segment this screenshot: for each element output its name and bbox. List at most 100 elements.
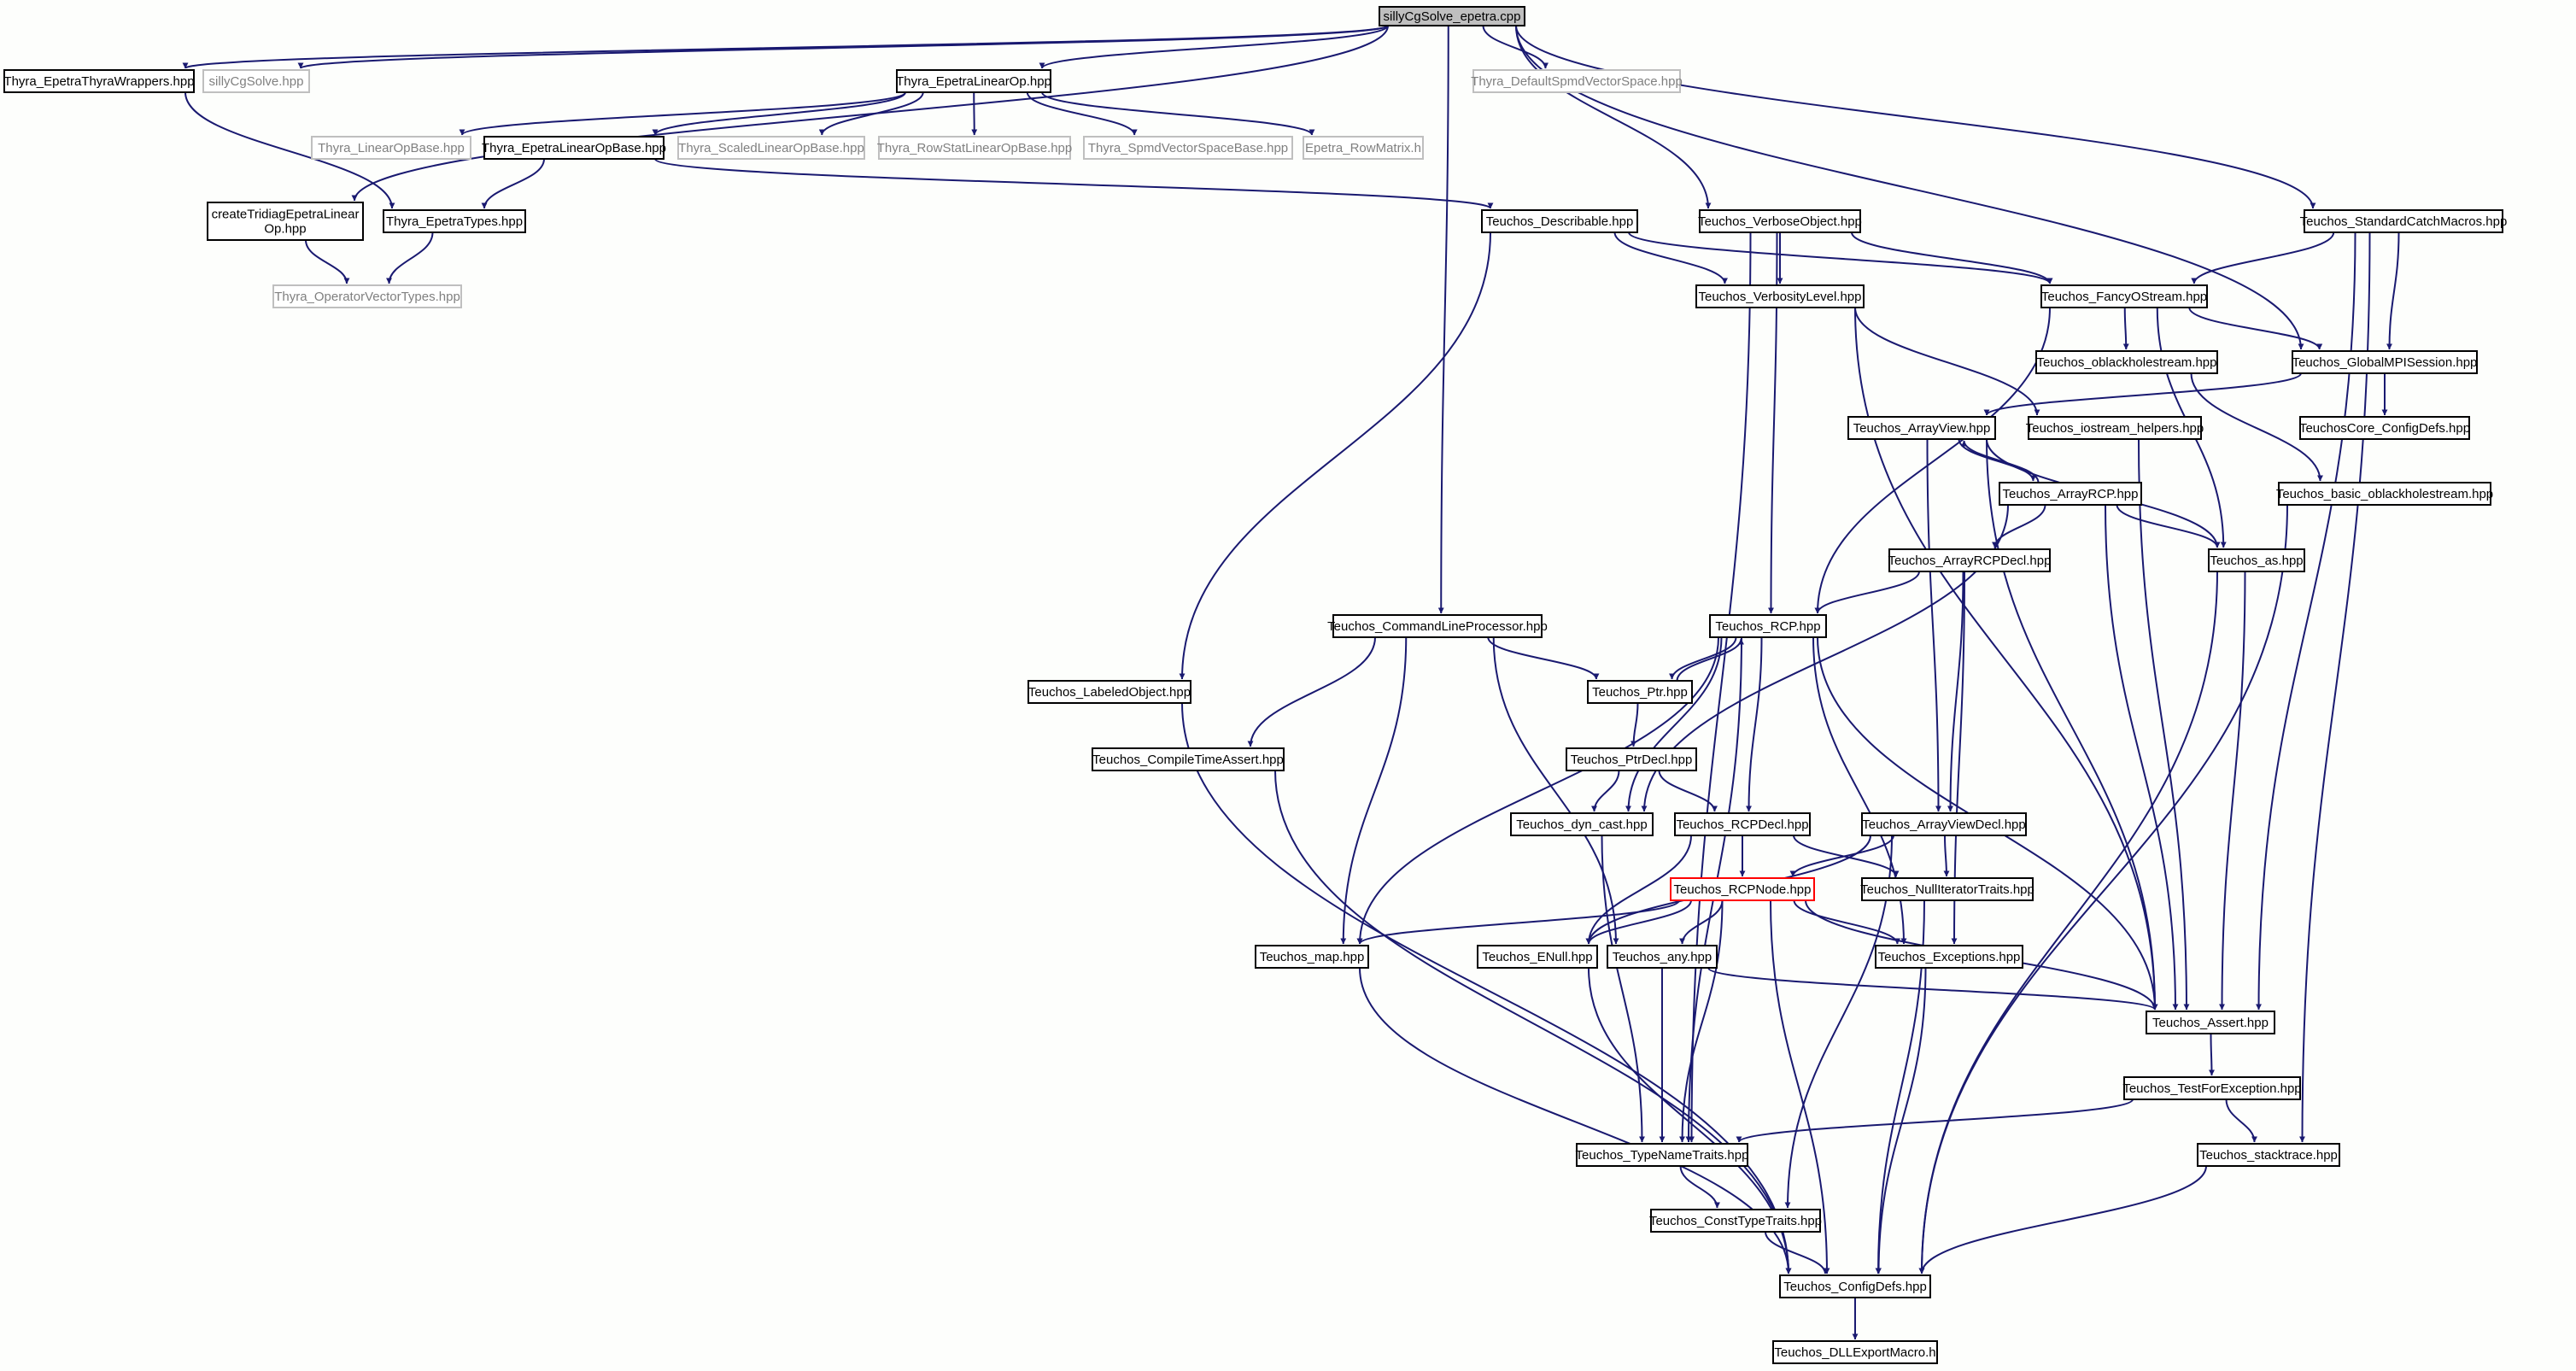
node-box[interactable] [1674, 812, 1811, 836]
node-box[interactable] [1379, 6, 1525, 26]
node-box[interactable] [3, 69, 195, 93]
node-teuchos_oblackholestream[interactable]: Teuchos_oblackholestream.hpp [2035, 350, 2218, 374]
node-box[interactable] [311, 136, 471, 160]
node-teuchos_rcp[interactable]: Teuchos_RCP.hpp [1709, 614, 1827, 638]
node-thyra_epetra_wrappers[interactable]: Thyra_EpetraThyraWrappers.hpp [3, 69, 195, 93]
node-box[interactable] [896, 69, 1051, 93]
node-box[interactable] [2304, 209, 2503, 233]
node-box[interactable] [272, 284, 462, 308]
node-teuchos_globalmpisession[interactable]: Teuchos_GlobalMPISession.hpp [2292, 350, 2478, 374]
node-box[interactable] [2299, 416, 2470, 440]
node-teuchos_dyn_cast[interactable]: Teuchos_dyn_cast.hpp [1510, 812, 1654, 836]
node-box[interactable] [1875, 945, 2023, 969]
node-box[interactable] [2040, 284, 2208, 308]
node-box[interactable] [2208, 548, 2305, 572]
node-teuchos_commandlineprocessor[interactable]: Teuchos_CommandLineProcessor.hpp [1327, 614, 1548, 638]
node-teuchos_fancyostream[interactable]: Teuchos_FancyOStream.hpp [2040, 284, 2208, 308]
node-box[interactable] [1481, 209, 1638, 233]
node-teuchos_iostream_helpers[interactable]: Teuchos_iostream_helpers.hpp [2026, 416, 2204, 440]
node-thyra_defaultspmd[interactable]: Thyra_DefaultSpmdVectorSpace.hpp [1471, 69, 1683, 93]
node-teuchos_testforexception[interactable]: Teuchos_TestForException.hpp [2122, 1076, 2302, 1100]
node-teuchos_enull[interactable]: Teuchos_ENull.hpp [1477, 945, 1598, 969]
node-teuchos_typenametraits[interactable]: Teuchos_TypeNameTraits.hpp [1576, 1143, 1749, 1167]
node-box[interactable] [2123, 1076, 2301, 1100]
node-box[interactable] [1779, 1274, 1931, 1298]
node-box[interactable] [1709, 614, 1827, 638]
node-box[interactable] [383, 209, 526, 233]
node-box[interactable] [1772, 1340, 1938, 1364]
node-teuchos_ptr[interactable]: Teuchos_Ptr.hpp [1587, 680, 1693, 704]
node-teuchoscore_configdefs[interactable]: TeuchosCore_ConfigDefs.hpp [2299, 416, 2470, 440]
node-box[interactable] [1510, 812, 1654, 836]
node-teuchos_as[interactable]: Teuchos_as.hpp [2208, 548, 2305, 572]
node-box[interactable] [2146, 1011, 2275, 1034]
node-box[interactable] [2035, 350, 2218, 374]
node-teuchos_arrayview[interactable]: Teuchos_ArrayView.hpp [1847, 416, 1996, 440]
node-box[interactable] [2197, 1143, 2340, 1167]
node-box[interactable] [2028, 416, 2202, 440]
node-thyra_epetralinearopbase[interactable]: Thyra_EpetraLinearOpBase.hpp [482, 136, 666, 160]
node-teuchos_any[interactable]: Teuchos_any.hpp [1607, 945, 1718, 969]
node-teuchos_exceptions[interactable]: Teuchos_Exceptions.hpp [1875, 945, 2023, 969]
node-box[interactable] [1999, 482, 2142, 506]
node-teuchos_map[interactable]: Teuchos_map.hpp [1255, 945, 1369, 969]
node-box[interactable] [1576, 1143, 1748, 1167]
node-teuchos_standardcatchmacros[interactable]: Teuchos_StandardCatchMacros.hpp [2300, 209, 2508, 233]
node-box[interactable] [1477, 945, 1598, 969]
node-box[interactable] [1650, 1209, 1821, 1233]
node-box[interactable] [1670, 877, 1815, 901]
node-box[interactable] [878, 136, 1071, 160]
node-thyra_rowstatlinearopbase[interactable]: Thyra_RowStatLinearOpBase.hpp [877, 136, 1072, 160]
node-teuchos_describable[interactable]: Teuchos_Describable.hpp [1481, 209, 1638, 233]
node-box[interactable] [1083, 136, 1293, 160]
node-teuchos_arrayrcp[interactable]: Teuchos_ArrayRCP.hpp [1999, 482, 2142, 506]
node-box[interactable] [1861, 877, 2034, 901]
node-box[interactable] [677, 136, 865, 160]
node-thyra_epetralinearop[interactable]: Thyra_EpetraLinearOp.hpp [896, 69, 1051, 93]
node-teuchos_rcpdecl[interactable]: Teuchos_RCPDecl.hpp [1674, 812, 1811, 836]
node-box[interactable] [1699, 209, 1861, 233]
node-box[interactable] [1888, 548, 2051, 572]
node-teuchos_basic_oblackholestream[interactable]: Teuchos_basic_oblackholestream.hpp [2276, 482, 2493, 506]
node-box[interactable] [1027, 680, 1191, 704]
node-box[interactable] [1566, 747, 1697, 771]
node-box[interactable] [1332, 614, 1543, 638]
node-box[interactable] [483, 136, 664, 160]
node-box[interactable] [1472, 69, 1681, 93]
node-epetra_rowmatrix[interactable]: Epetra_RowMatrix.h [1303, 136, 1424, 160]
node-box[interactable] [202, 69, 310, 93]
node-thyra_linearopbase[interactable]: Thyra_LinearOpBase.hpp [311, 136, 471, 160]
node-teuchos_verboseobject[interactable]: Teuchos_VerboseObject.hpp [1698, 209, 1862, 233]
node-teuchos_labeledobject[interactable]: Teuchos_LabeledObject.hpp [1027, 680, 1191, 704]
node-sillycgsolve[interactable]: sillyCgSolve.hpp [202, 69, 310, 93]
node-teuchos_arrayviewdecl[interactable]: Teuchos_ArrayViewDecl.hpp [1861, 812, 2027, 836]
node-box[interactable] [1861, 812, 2027, 836]
node-teuchos_arrayrcpdecl[interactable]: Teuchos_ArrayRCPDecl.hpp [1888, 548, 2052, 572]
node-box[interactable] [1695, 284, 1865, 308]
node-box[interactable] [207, 202, 364, 241]
node-teuchos_verbositylevel[interactable]: Teuchos_VerbosityLevel.hpp [1695, 284, 1865, 308]
node-box[interactable] [1092, 747, 1285, 771]
node-teuchos_dllexportmacro[interactable]: Teuchos_DLLExportMacro.h [1772, 1340, 1938, 1364]
node-teuchos_nulliteratortraits[interactable]: Teuchos_NullIteratorTraits.hpp [1860, 877, 2034, 901]
node-box[interactable] [1607, 945, 1718, 969]
node-teuchos_compiletimeassert[interactable]: Teuchos_CompileTimeAssert.hpp [1092, 747, 1285, 771]
node-box[interactable] [1587, 680, 1693, 704]
node-teuchos_ptrdecl[interactable]: Teuchos_PtrDecl.hpp [1566, 747, 1697, 771]
node-teuchos_consttypetraits[interactable]: Teuchos_ConstTypeTraits.hpp [1649, 1209, 1822, 1233]
node-thyra_operatorvectortypes[interactable]: Thyra_OperatorVectorTypes.hpp [272, 284, 462, 308]
node-box[interactable] [1303, 136, 1424, 160]
node-box[interactable] [1847, 416, 1996, 440]
node-teuchos_assert[interactable]: Teuchos_Assert.hpp [2146, 1011, 2275, 1034]
node-thyra_epetratypes[interactable]: Thyra_EpetraTypes.hpp [383, 209, 526, 233]
node-box[interactable] [2278, 482, 2491, 506]
node-thyra_spmdvectorspacebase[interactable]: Thyra_SpmdVectorSpaceBase.hpp [1083, 136, 1293, 160]
node-teuchos_stacktrace[interactable]: Teuchos_stacktrace.hpp [2197, 1143, 2340, 1167]
node-thyra_scaledlinearopbase[interactable]: Thyra_ScaledLinearOpBase.hpp [677, 136, 865, 160]
node-box[interactable] [1255, 945, 1369, 969]
node-box[interactable] [2292, 350, 2478, 374]
node-teuchos_configdefs[interactable]: Teuchos_ConfigDefs.hpp [1779, 1274, 1931, 1298]
node-root[interactable]: sillyCgSolve_epetra.cpp [1379, 6, 1525, 26]
node-teuchos_rcpnode[interactable]: Teuchos_RCPNode.hpp [1670, 877, 1815, 901]
